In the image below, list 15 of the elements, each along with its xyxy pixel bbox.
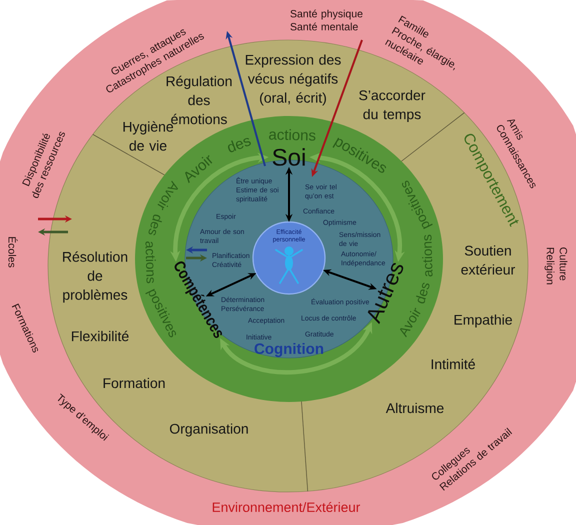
ring-label: Empathie — [454, 314, 512, 328]
ring-label: Santé physique Santé mentale — [290, 10, 362, 30]
ring-label: Formation — [104, 378, 165, 388]
ring-label: Écoles — [8, 237, 18, 268]
ring-label: Intimité — [432, 358, 475, 370]
ring-label: Flexibilité — [72, 330, 129, 342]
ring-label: Expression des vécus négatifs (oral, écrit) — [246, 54, 341, 106]
ring-title: Cognition — [254, 342, 324, 358]
ring-label: Culture Religion — [544, 248, 568, 284]
ring-label: Résolution de problèmes — [63, 251, 128, 303]
ring-label: S’accorder du temps — [359, 90, 426, 122]
ring-label: Altruisme — [386, 402, 444, 414]
ring-label: Organisation — [170, 423, 248, 436]
ring-title: Environnement/Extérieur — [212, 502, 360, 512]
ring-label: Soutien extérieur — [461, 245, 515, 275]
